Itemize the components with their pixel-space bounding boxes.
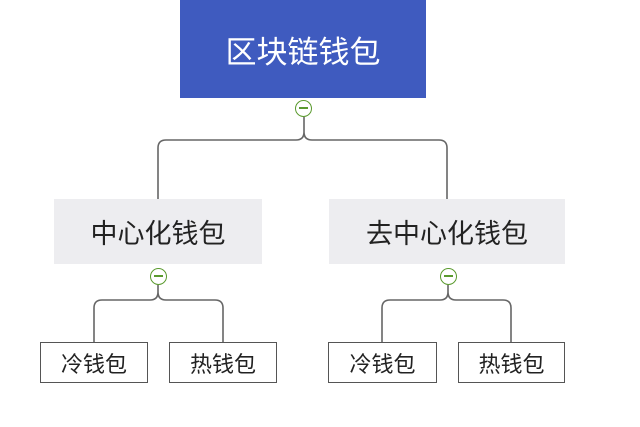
leaf-node-label: 冷钱包 [60,352,127,378]
leaf-node-label: 冷钱包 [349,352,416,378]
collapse-toggle-icon[interactable] [440,268,457,285]
leaf-node-label: 热钱包 [189,352,256,378]
leaf-node-centralized-hot-wallet[interactable]: 热钱包 [169,342,277,383]
leaf-node-label: 热钱包 [478,352,545,378]
leaf-node-decentralized-cold-wallet[interactable]: 冷钱包 [328,342,437,383]
root-node-label: 区块链钱包 [225,34,381,71]
branch-node-label: 去中心化钱包 [366,219,528,250]
leaf-node-centralized-cold-wallet[interactable]: 冷钱包 [40,342,148,383]
collapse-toggle-icon[interactable] [295,100,312,117]
connector-right-branch-to-leaves [381,285,512,342]
leaf-node-decentralized-hot-wallet[interactable]: 热钱包 [458,342,565,383]
branch-node-centralized[interactable]: 中心化钱包 [54,199,262,264]
branch-node-decentralized[interactable]: 去中心化钱包 [329,199,565,264]
collapse-toggle-icon[interactable] [150,268,167,285]
connector-root-to-branches [157,117,448,199]
root-node[interactable]: 区块链钱包 [180,0,426,98]
branch-node-label: 中心化钱包 [90,219,226,250]
connector-left-branch-to-leaves [93,285,224,342]
